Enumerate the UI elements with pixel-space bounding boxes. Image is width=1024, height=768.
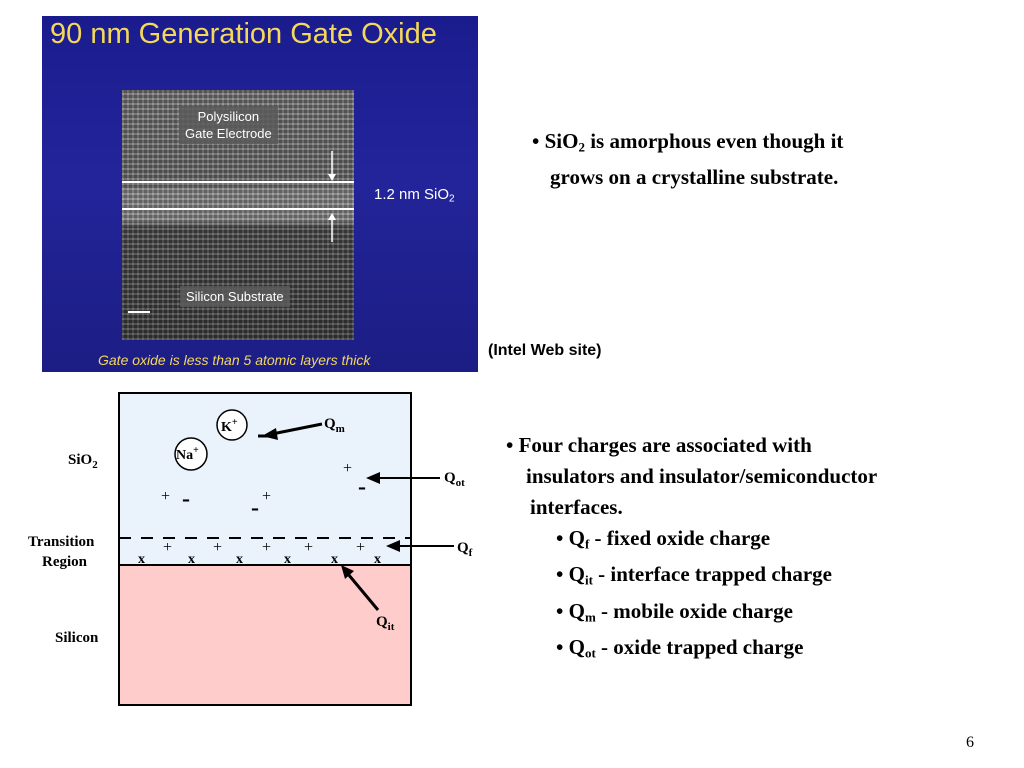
arrow-qot <box>366 472 440 484</box>
label-sio2: SiO2 <box>68 452 98 471</box>
ion-na-label: Na+ <box>176 445 199 463</box>
fixed-plus-5: + <box>356 539 365 556</box>
list-item-qm: • Qm - mobile oxide charge <box>556 598 793 624</box>
bullet-amorphous: • SiO2 is amorphous even though it grows… <box>532 126 843 192</box>
tem-caption: Gate oxide is less than 5 atomic layers … <box>98 352 371 368</box>
fixed-plus-3: + <box>262 539 271 556</box>
arrow-qit <box>341 565 380 611</box>
polysilicon-label-line2: Gate Electrode <box>185 126 272 141</box>
label-qot: Qot <box>444 470 465 489</box>
bullet-top-prefix: • SiO <box>532 129 579 153</box>
ion-na-circle <box>174 437 208 471</box>
trap-2: x <box>188 552 195 567</box>
oxide-bottom-line <box>122 208 354 210</box>
bullet-main-line3: interfaces. <box>530 495 623 519</box>
scale-bar <box>128 311 150 313</box>
oxide-plus-2: + <box>161 488 170 505</box>
polysilicon-label-line1: Polysilicon <box>197 109 260 124</box>
source-note: (Intel Web site) <box>488 342 602 359</box>
trap-1: x <box>138 552 145 567</box>
thickness-arrows <box>328 151 336 242</box>
trap-6: x <box>374 552 381 567</box>
silicon-region <box>118 564 412 706</box>
page-number: 6 <box>966 734 974 751</box>
arrow-up-icon <box>328 213 336 220</box>
bullet-top-sub: 2 <box>578 139 585 155</box>
bullet-main-line1: • Four charges are associated with <box>506 433 812 457</box>
label-region: Region <box>42 554 88 570</box>
list-item-qit: • Qit - interface trapped charge <box>556 562 832 588</box>
arrow-down-icon <box>328 174 336 181</box>
substrate-label: Silicon Substrate <box>180 286 290 307</box>
oxide-thickness-label: 1.2 nm SiO2 <box>374 186 455 205</box>
arrow-qf <box>386 540 454 552</box>
trap-5: x <box>331 552 338 567</box>
polysilicon-label: Polysilicon Gate Electrode <box>179 106 278 144</box>
arrow-qm <box>262 422 323 440</box>
bullet-four-charges: • Four charges are associated with insul… <box>506 430 877 668</box>
list-item-qf: • Qf - fixed oxide charge <box>556 526 771 552</box>
oxide-minus-2: - <box>182 486 190 512</box>
oxide-minus-3: - <box>251 495 259 521</box>
label-silicon: Silicon <box>55 630 99 646</box>
tem-title: 90 nm Generation Gate Oxide <box>50 18 437 50</box>
oxide-plus-1: + <box>343 460 352 477</box>
bullet-top-line2: grows on a crystalline substrate. <box>550 165 839 190</box>
bullet-main-line2: insulators and insulator/semiconductor <box>526 464 878 488</box>
fixed-plus-1: + <box>163 539 172 556</box>
label-qf: Qf <box>457 540 473 559</box>
oxide-thickness-text: 1.2 nm SiO <box>374 186 450 203</box>
tem-micrograph-panel: 90 nm Generation Gate Oxide Polysilicon … <box>42 16 478 372</box>
oxide-top-line <box>122 181 354 183</box>
bullet-top-rest: is amorphous even though it <box>584 129 844 153</box>
list-item-qot: • Qot - oxide trapped charge <box>556 634 804 660</box>
label-qm: Qm <box>324 416 345 435</box>
fixed-plus-4: + <box>304 539 313 556</box>
oxide-minus-1: - <box>358 474 366 500</box>
oxide-region <box>118 392 412 566</box>
oxide-plus-3: + <box>262 488 271 505</box>
charge-diagram: SiO2 Transition Region Silicon K+ Na+ + … <box>28 392 473 706</box>
trap-3: x <box>236 552 243 567</box>
label-transition: Transition <box>28 534 95 550</box>
oxide-thickness-sub: 2 <box>449 193 455 205</box>
ion-k-label: K+ <box>221 417 238 435</box>
trap-4: x <box>284 552 291 567</box>
fixed-plus-2: + <box>213 539 222 556</box>
ion-k-circle <box>216 409 248 441</box>
charge-list: • Qf - fixed oxide charge • Qit - interf… <box>506 523 877 668</box>
label-qit: Qit <box>376 614 395 633</box>
